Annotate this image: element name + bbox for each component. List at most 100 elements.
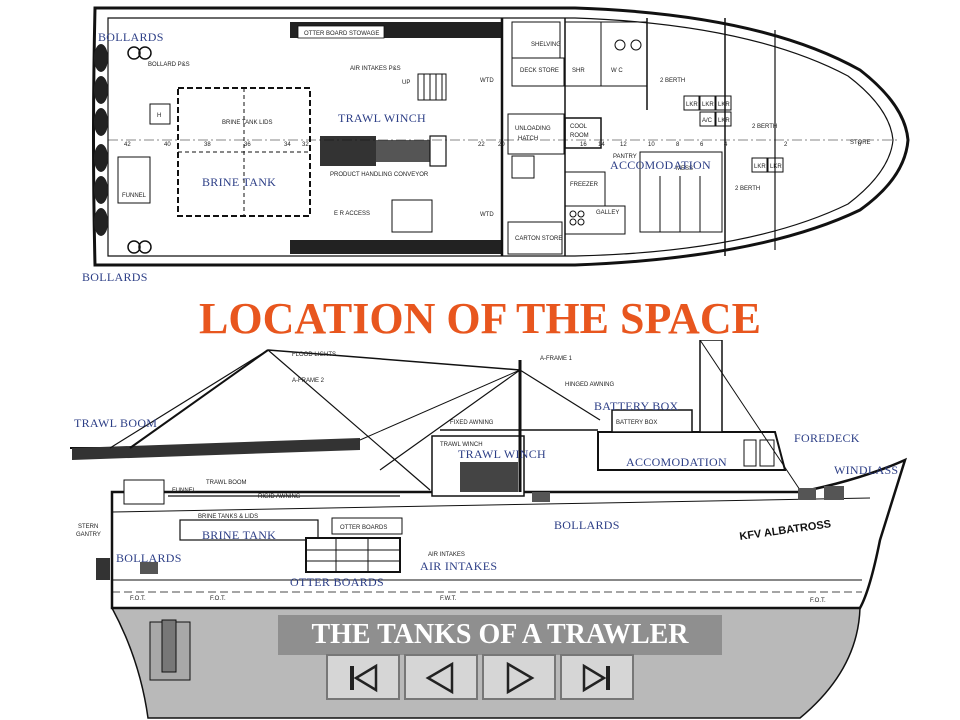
svg-text:FUNNEL: FUNNEL (172, 488, 197, 494)
svg-text:STERN: STERN (78, 524, 98, 530)
svg-text:FIXED AWNING: FIXED AWNING (450, 420, 494, 426)
svg-text:2 BERTH: 2 BERTH (735, 186, 760, 192)
ac-text: A/C (702, 118, 713, 124)
label-accomodation-plan: ACCOMODATION (610, 158, 711, 172)
label-foredeck: FOREDECK (794, 431, 860, 445)
plan-frame-number: 12 (620, 142, 627, 148)
plan-frame-number: 0 (858, 142, 862, 148)
bollard-ps-text: BOLLARD P&S (148, 62, 190, 68)
previous-slide-button[interactable] (404, 654, 478, 700)
wc-text: W C (611, 68, 623, 74)
next-slide-button[interactable] (482, 654, 556, 700)
label-trawl-winch-profile: TRAWL WINCH (458, 447, 546, 461)
plan-frame-number: 38 (204, 142, 211, 148)
deck-store-text: DECK STORE (520, 68, 559, 74)
svg-text:OTTER BOARDS: OTTER BOARDS (340, 525, 387, 531)
label-accomodation-profile: ACCOMODATION (626, 455, 727, 469)
label-windlass: WINDLASS (834, 463, 899, 477)
svg-text:A-FRAME 1: A-FRAME 1 (540, 356, 573, 362)
svg-text:LKR: LKR (718, 102, 730, 108)
svg-text:BATTERY BOX: BATTERY BOX (616, 420, 657, 426)
label-air-intakes: AIR INTAKES (420, 559, 498, 573)
label-bollards-top: BOLLARDS (98, 30, 164, 44)
svg-text:F.O.T.: F.O.T. (130, 596, 146, 602)
svg-text:WTD: WTD (480, 78, 494, 84)
svg-text:ROOM: ROOM (570, 133, 589, 139)
er-access-text: E R ACCESS (334, 211, 370, 217)
last-slide-icon (582, 663, 610, 693)
plan-frame-number: 40 (164, 142, 171, 148)
profile-drawing: BATTERY BOX TRAWL WINCH FIXED AWNING FLO… (70, 340, 908, 719)
galley-text: GALLEY (596, 210, 619, 216)
label-otter-boards: OTTER BOARDS (290, 575, 384, 589)
label-trawl-winch-plan: TRAWL WINCH (338, 111, 426, 125)
svg-text:WTD: WTD (480, 212, 494, 218)
air-intakes-ps-text: AIR INTAKES P&S (350, 66, 401, 72)
svg-text:RIGID AWNING: RIGID AWNING (258, 494, 301, 500)
svg-text:UP: UP (402, 80, 410, 86)
unloading-hatch-text: UNLOADING (515, 126, 551, 132)
last-slide-button[interactable] (560, 654, 634, 700)
svg-text:2 BERTH: 2 BERTH (752, 124, 777, 130)
svg-text:LKR: LKR (770, 164, 782, 170)
svg-text:HINGED AWNING: HINGED AWNING (565, 382, 614, 388)
brine-tank-lids-text: BRINE TANK LIDS (222, 120, 272, 126)
label-bollards-left: BOLLARDS (82, 270, 148, 284)
svg-text:LKR: LKR (702, 102, 714, 108)
svg-text:AIR INTAKES: AIR INTAKES (428, 552, 465, 558)
lkr-text: LKR (686, 102, 698, 108)
mess-text: MESS (676, 166, 693, 172)
svg-text:BRINE TANKS & LIDS: BRINE TANKS & LIDS (198, 514, 258, 520)
first-slide-button[interactable] (326, 654, 400, 700)
plan-frame-number: 34 (284, 142, 291, 148)
plan-frame-number: 14 (598, 142, 605, 148)
plan-frame-number: 36 (244, 142, 251, 148)
plan-frame-number: 42 (124, 142, 131, 148)
plan-frame-number: 4 (724, 142, 728, 148)
svg-text:GANTRY: GANTRY (76, 532, 101, 538)
svg-text:LKR: LKR (754, 164, 766, 170)
plan-frame-number: 6 (700, 142, 704, 148)
carton-store-text: CARTON STORE (515, 236, 562, 242)
svg-text:PANTRY: PANTRY (613, 154, 637, 160)
plan-frame-number: 10 (648, 142, 655, 148)
slide-title: LOCATION OF THE SPACE (199, 294, 761, 343)
deck-plan-drawing: OTTER BOARD STOWAGE AIR INTAKES P&S BOLL… (92, 6, 910, 267)
label-battery-box: BATTERY BOX (594, 399, 679, 413)
plan-frame-number: 22 (478, 142, 485, 148)
label-trawl-boom: TRAWL BOOM (74, 416, 158, 430)
plan-frame-number: 8 (676, 142, 680, 148)
two-berth-text: 2 BERTH (660, 78, 685, 84)
shr-text: SHR (572, 68, 585, 74)
svg-text:F.O.T.: F.O.T. (810, 598, 826, 604)
svg-text:LKR: LKR (718, 118, 730, 124)
plan-frame-number: 32 (302, 142, 309, 148)
previous-slide-icon (425, 661, 454, 695)
label-bollards-stern: BOLLARDS (116, 551, 182, 565)
first-slide-icon (350, 663, 378, 693)
plan-frame-number: 16 (580, 142, 587, 148)
svg-text:FLOOD LIGHTS: FLOOD LIGHTS (292, 352, 336, 358)
svg-text:A-FRAME 2: A-FRAME 2 (292, 378, 325, 384)
label-brine-tank-profile: BRINE TANK (202, 528, 277, 542)
shelving-text: SHELVING (531, 42, 561, 48)
svg-text:F.O.T.: F.O.T. (210, 596, 226, 602)
svg-text:F.W.T.: F.W.T. (440, 596, 457, 602)
next-slide-icon (506, 661, 535, 695)
svg-text:H: H (157, 113, 161, 119)
funnel-text: FUNNEL (122, 193, 147, 199)
label-brine-tank-plan: BRINE TANK (202, 175, 277, 189)
otter-board-stowage-text: OTTER BOARD STOWAGE (304, 31, 379, 37)
store-text: STORE (850, 140, 871, 146)
label-bollards-mid: BOLLARDS (554, 518, 620, 532)
cool-room-text: COOL (570, 124, 588, 130)
svg-text:TRAWL BOOM: TRAWL BOOM (206, 480, 247, 486)
plan-frame-number: 20 (498, 142, 505, 148)
svg-text:HATCH: HATCH (518, 136, 538, 142)
svg-text:TRAWL WINCH: TRAWL WINCH (440, 442, 483, 448)
freezer-text: FREEZER (570, 182, 599, 188)
plan-frame-number: 2 (784, 142, 788, 148)
subtitle-banner: THE TANKS OF A TRAWLER (278, 615, 722, 655)
